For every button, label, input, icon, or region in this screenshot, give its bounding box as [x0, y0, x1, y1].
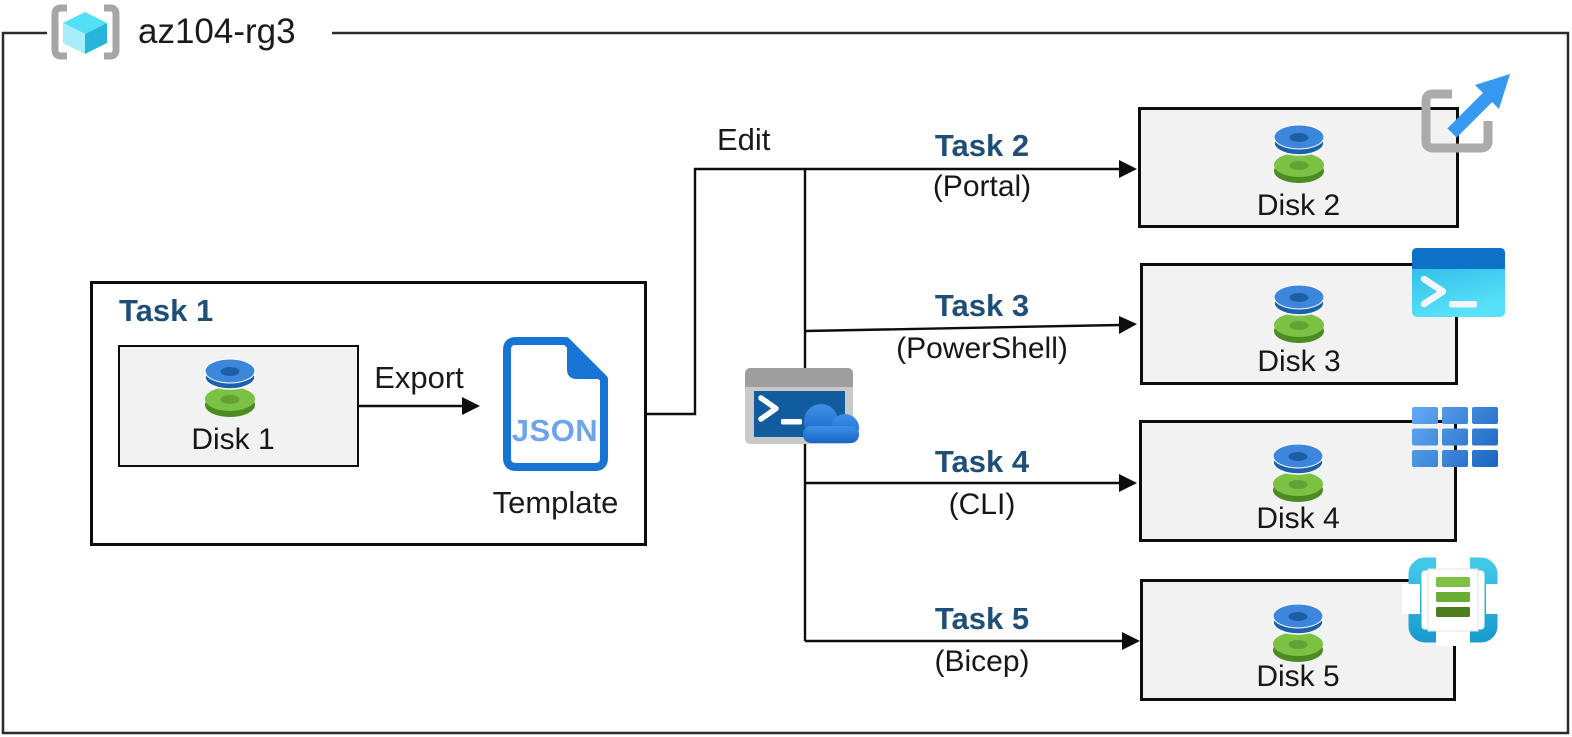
azure-portal-icon: [1421, 74, 1510, 153]
bicep-template-icon: [1402, 554, 1504, 646]
azure-cli-icon: [1412, 407, 1498, 467]
disk4-label: Disk 4: [1256, 502, 1340, 535]
task5-arrowhead: [1122, 632, 1140, 650]
task5-method: (Bicep): [934, 645, 1030, 678]
disk3-icon: [1273, 284, 1325, 344]
edit-connector: [647, 167, 1120, 416]
template-label: Template: [492, 485, 619, 520]
task4-label: Task 4: [934, 444, 1030, 479]
json-template-icon: JSON: [503, 337, 608, 471]
task3-method: (PowerShell): [896, 332, 1068, 365]
task1-title: Task 1: [119, 293, 214, 328]
export-arrowhead: [462, 397, 480, 415]
disk4-icon: [1272, 443, 1324, 503]
powershell-icon: [1412, 248, 1505, 317]
task3-label: Task 3: [934, 288, 1030, 323]
disk1-label: Disk 1: [191, 423, 275, 456]
task3-arrowhead: [1119, 316, 1137, 334]
resource-group-name: az104-rg3: [138, 12, 296, 51]
task4-method: (CLI): [948, 488, 1016, 521]
arrowheads: [462, 160, 1140, 650]
cloud-shell-icon: [745, 368, 859, 444]
disk2-icon: [1273, 124, 1325, 184]
resource-group-icon: [51, 4, 120, 60]
disk5-icon: [1272, 603, 1324, 663]
edit-label: Edit: [717, 122, 771, 157]
task5-label: Task 5: [934, 601, 1030, 636]
disk5-label: Disk 5: [1256, 660, 1340, 693]
cloud-glyph: [803, 404, 859, 443]
task4-arrowhead: [1119, 474, 1137, 492]
disk2-label: Disk 2: [1256, 189, 1341, 222]
resource-group-border: [1, 31, 1570, 735]
json-doc-text: JSON: [512, 413, 598, 448]
task2-method: (Portal): [932, 170, 1032, 203]
task3-line: [804, 323, 1121, 333]
task2-label: Task 2: [934, 128, 1030, 163]
disk3-label: Disk 3: [1257, 345, 1341, 378]
task2-arrowhead: [1119, 160, 1137, 178]
export-label: Export: [374, 360, 464, 395]
disk1-icon: [204, 358, 256, 418]
